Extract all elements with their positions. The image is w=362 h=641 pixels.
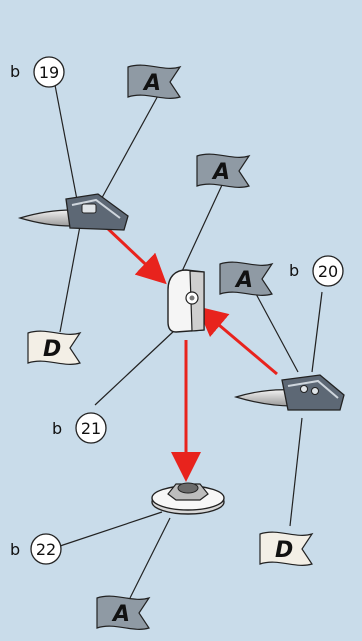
flag-letter: A [211,160,230,185]
flag-a-center: A [196,153,251,188]
leader-19 [54,84,79,206]
left-connector-tool [17,193,129,231]
callout-number: 19 [39,63,59,82]
pen-connector-icon [17,193,129,231]
callout-22: b 22 [10,533,62,565]
base-socket [151,482,225,515]
callout-prefix: b [52,419,62,438]
flag-d-right: D [259,531,314,566]
callout-20: b 20 [289,255,344,287]
leader-lines [54,84,323,599]
center-adapter [167,269,205,333]
adapter-block-icon [167,269,205,333]
leader-flag-d-right [289,417,303,527]
callout-prefix: b [10,540,20,559]
flag-letter: A [142,71,161,96]
flag-a-right: A [219,261,274,296]
leader-21 [94,329,176,406]
callout-19: b 19 [10,56,65,88]
leader-flag-a-center [177,184,223,281]
motion-arrows [86,208,278,482]
callout-prefix: b [10,62,20,81]
round-socket-icon [151,482,225,515]
leader-flag-a-bottom [129,517,171,599]
pen-connector-icon [233,374,345,411]
callout-number: 21 [81,419,101,438]
flag-letter: D [275,538,293,563]
leader-flag-a-right [254,291,299,373]
flag-d-left: D [27,330,82,365]
leader-20 [311,291,323,373]
callout-21: b 21 [52,412,107,444]
flag-letter: D [43,337,61,362]
callout-number: 20 [318,262,338,281]
right-connector-tool [233,374,345,411]
leader-flag-d-left [59,225,81,333]
flag-a-bottom: A [96,595,151,630]
leader-22 [59,511,163,547]
arrow-right-tool-to-adapter [196,306,278,376]
flag-letter: A [234,268,253,293]
flag-letter: A [111,602,130,627]
callout-number: 22 [36,540,56,559]
callout-prefix: b [289,261,299,280]
leader-flag-a-top-left [97,91,161,206]
flag-a-top-left: A [127,64,182,99]
